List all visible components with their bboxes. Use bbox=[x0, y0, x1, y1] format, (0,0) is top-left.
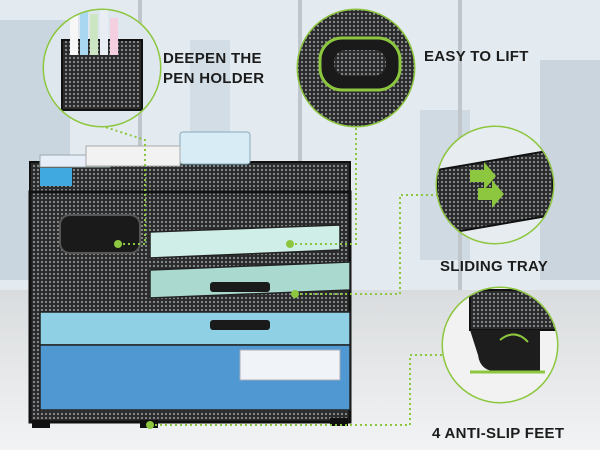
sliding-tray-title: SLIDING TRAY bbox=[440, 258, 549, 275]
easy-lift-title: EASY TO LIFT bbox=[424, 48, 529, 65]
anti-slip-title: 4 ANTI-SLIP FEET bbox=[432, 425, 565, 442]
callout-pen-holder bbox=[42, 8, 162, 128]
callout-dots bbox=[114, 240, 299, 429]
pen-holder-title-line2: PEN HOLDER bbox=[163, 70, 265, 87]
callout-anti-slip bbox=[441, 286, 559, 404]
callout-connectors bbox=[101, 125, 443, 426]
desk-organizer bbox=[28, 131, 352, 428]
callout-sliding-tray bbox=[435, 125, 555, 245]
pen-holder-title-line1: DEEPEN THE bbox=[163, 50, 262, 67]
callout-easy-lift bbox=[296, 8, 416, 128]
